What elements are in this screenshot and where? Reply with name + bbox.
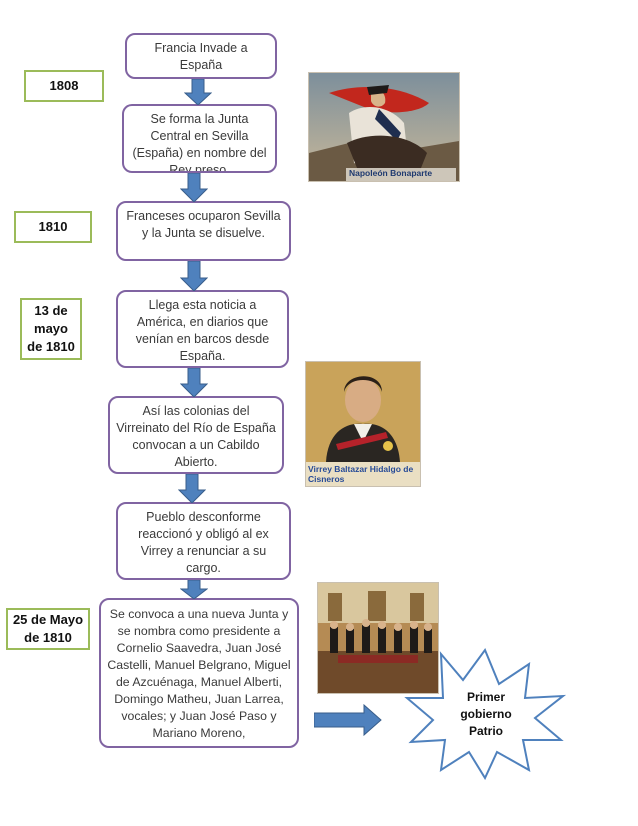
down-arrow-icon — [178, 474, 206, 503]
step-pueblo-desconforme: Pueblo desconforme reaccionó y obligó al… — [116, 502, 291, 580]
star-label: Primer gobierno Patrio — [460, 690, 512, 738]
date-13-mayo-1810: 13 de mayo de 1810 — [20, 298, 82, 360]
down-arrow-icon — [180, 580, 208, 599]
right-arrow-icon — [314, 704, 382, 736]
step-llega-noticia: Llega esta noticia a América, en diarios… — [116, 290, 289, 368]
date-1808: 1808 — [24, 70, 104, 102]
cisneros-caption: Virrey Baltazar Hidalgo de Cisneros — [308, 464, 414, 484]
star-burst-shape — [404, 647, 567, 780]
cisneros-image: Virrey Baltazar Hidalgo de Cisneros — [305, 361, 421, 487]
step-francia-invade: Francia Invade a España — [125, 33, 277, 79]
date-1810: 1810 — [14, 211, 92, 243]
step-junta-central: Se forma la Junta Central en Sevilla (Es… — [122, 104, 277, 173]
step-franceses-ocuparon: Franceses ocuparon Sevilla y la Junta se… — [116, 201, 291, 261]
napoleon-image: Napoleón Bonaparte — [308, 72, 460, 182]
cabildo-image — [317, 582, 439, 694]
step-cabildo-abierto: Así las colonias del Virreinato del Río … — [108, 396, 284, 474]
down-arrow-icon — [180, 261, 208, 291]
down-arrow-icon — [180, 368, 208, 397]
step-nueva-junta: Se convoca a una nueva Junta y se nombra… — [99, 598, 299, 748]
date-25-mayo-1810: 25 de Mayo de 1810 — [6, 608, 90, 650]
down-arrow-icon — [184, 79, 212, 105]
napoleon-caption: Napoleón Bonaparte — [349, 168, 433, 178]
down-arrow-icon — [180, 173, 208, 202]
